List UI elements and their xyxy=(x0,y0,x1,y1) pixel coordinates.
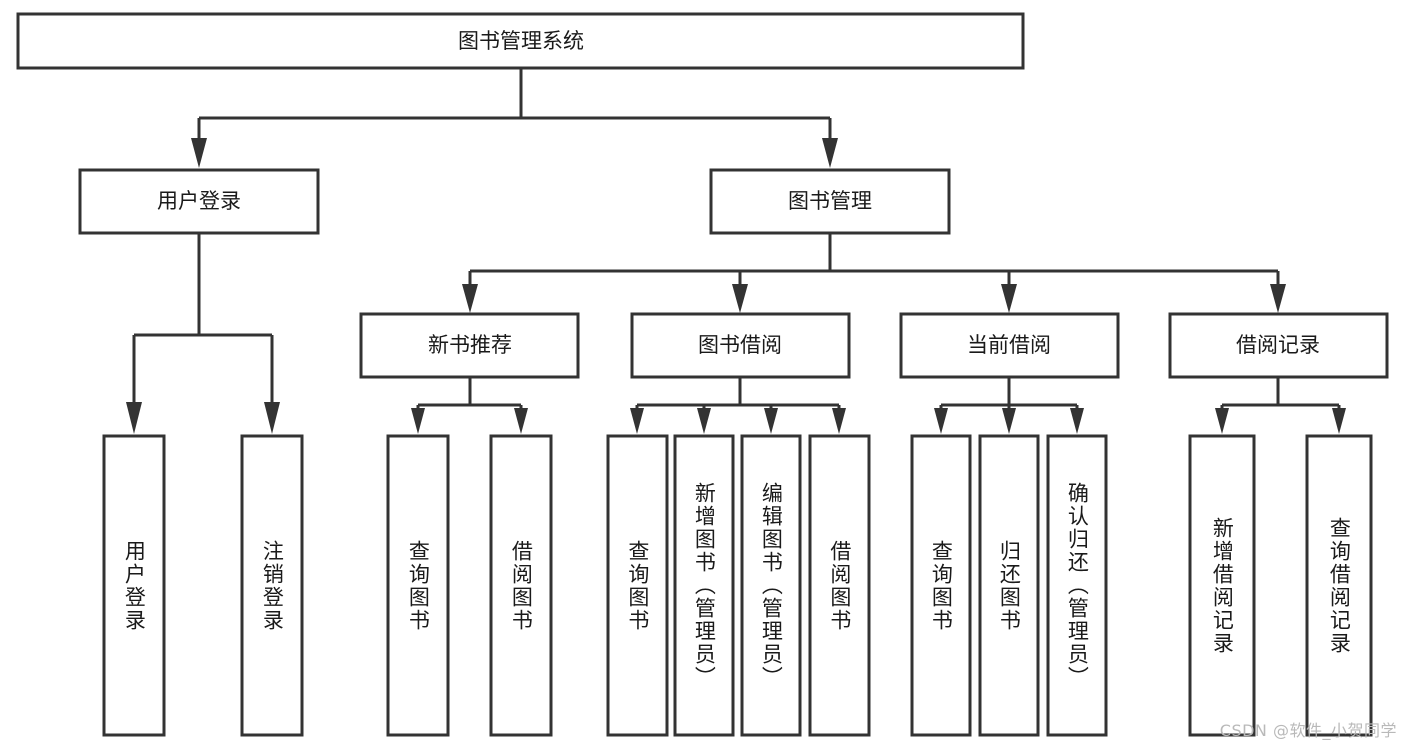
node-borrow-record-label: 借阅记录 xyxy=(1236,333,1320,357)
node-book-management[interactable] xyxy=(709,168,951,235)
connector-borrowrecord-to-leaves xyxy=(1215,377,1346,434)
node-current-borrow-label: 当前借阅 xyxy=(967,333,1051,357)
node-new-book-recommend-label: 新书推荐 xyxy=(428,333,512,357)
node-root-label: 图书管理系统 xyxy=(458,29,584,53)
leaf-box-borrow-record-1[interactable] xyxy=(1305,434,1373,737)
node-book-borrow-label: 图书借阅 xyxy=(698,333,782,357)
node-user-login[interactable] xyxy=(78,168,320,235)
node-borrow-record[interactable] xyxy=(1168,312,1389,379)
leaf-box-book-borrow-2[interactable] xyxy=(740,434,802,737)
leaf-box-new-book-0[interactable] xyxy=(386,434,450,737)
leaf-box-book-borrow-3[interactable] xyxy=(808,434,871,737)
leaf-box-user-login-1[interactable] xyxy=(240,434,304,737)
node-book-management-label: 图书管理 xyxy=(788,189,872,213)
node-root[interactable] xyxy=(16,12,1025,70)
connector-currentborrow-to-leaves xyxy=(934,377,1084,434)
leaf-box-user-login-0[interactable] xyxy=(102,434,166,737)
leaf-box-book-borrow-0[interactable] xyxy=(606,434,669,737)
leaf-box-borrow-record-0[interactable] xyxy=(1188,434,1256,737)
connector-newbook-to-leaves xyxy=(411,377,528,434)
leaf-box-current-borrow-0[interactable] xyxy=(910,434,972,737)
node-new-book-recommend[interactable] xyxy=(359,312,580,379)
connector-bookborrow-to-leaves xyxy=(630,377,846,434)
leaf-box-current-borrow-2[interactable] xyxy=(1046,434,1108,737)
leaf-box-current-borrow-1[interactable] xyxy=(978,434,1040,737)
connector-bookmgmt-to-level3 xyxy=(462,233,1286,313)
connector-userlogin-to-leaves xyxy=(126,233,280,434)
leaf-box-new-book-1[interactable] xyxy=(489,434,553,737)
node-current-borrow[interactable] xyxy=(899,312,1120,379)
node-user-login-label: 用户登录 xyxy=(157,189,241,213)
leaf-box-book-borrow-1[interactable] xyxy=(673,434,735,737)
node-book-borrow[interactable] xyxy=(630,312,851,379)
csdn-watermark: CSDN @软件_小贺同学 xyxy=(1219,721,1397,740)
connector-root-to-level2 xyxy=(191,69,838,168)
